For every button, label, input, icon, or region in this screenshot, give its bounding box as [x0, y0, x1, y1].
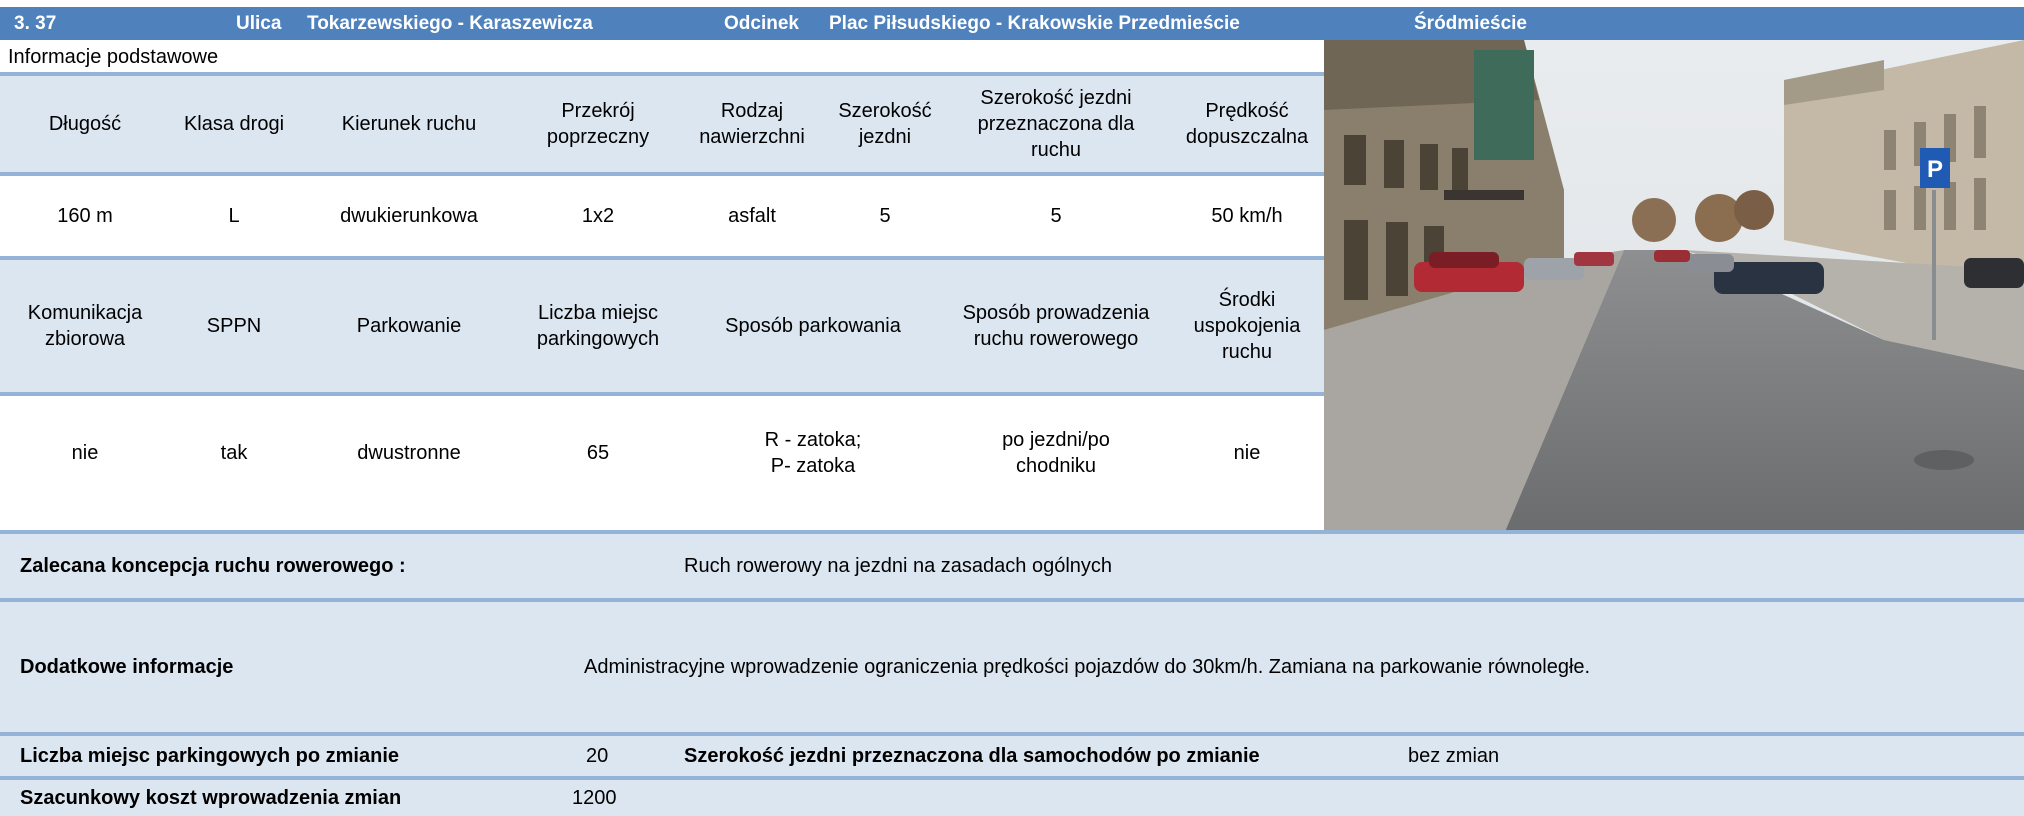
divider: [0, 172, 1324, 176]
after-change-row: [0, 736, 2024, 776]
cost-row: [0, 780, 2024, 816]
table-cell: po jezdni/po chodniku: [1002, 429, 1110, 477]
column-header: Środki uspokojenia ruchu: [1193, 289, 1301, 363]
record-number: 3. 37: [14, 13, 57, 34]
header-bar: [0, 7, 2024, 40]
parking-after-label: Liczba miejsc parkingowych po zmianie: [20, 744, 399, 767]
cost-value: 1200: [572, 786, 617, 809]
cost-label: Szacunkowy koszt wprowadzenia zmian: [20, 786, 402, 809]
table2-header-row: [0, 260, 1324, 392]
column-header: Rodzaj nawierzchni: [699, 100, 805, 148]
column-header: Kierunek ruchu: [341, 113, 477, 135]
table-cell: L: [228, 205, 240, 227]
table-cell: 50 km/h: [1211, 205, 1283, 227]
column-header: Parkowanie: [356, 315, 462, 337]
column-header: Szerokość jezdni: [838, 100, 932, 148]
additional-value: Administracyjne wprowadzenie ograniczeni…: [584, 655, 1591, 678]
column-header: Liczba miejsc parkingowych: [536, 302, 660, 350]
divider: [0, 732, 2024, 736]
column-header: Długość: [48, 113, 122, 135]
parking-sign-letter: P: [1927, 156, 1943, 183]
divider: [0, 776, 2024, 780]
divider: [0, 530, 2024, 534]
table-cell: R - zatoka; P- zatoka: [764, 429, 862, 477]
recommend-row: [0, 534, 2024, 598]
street-label: Ulica: [236, 13, 282, 34]
column-header: Komunikacja zbiorowa: [27, 302, 143, 350]
table-cell: 5: [1050, 205, 1062, 227]
district-name: Śródmieście: [1414, 13, 1527, 34]
divider: [0, 392, 1324, 396]
table-cell: dwustronne: [357, 442, 461, 464]
column-header: SPPN: [206, 315, 262, 337]
width-after-label: Szerokość jezdni przeznaczona dla samoch…: [684, 744, 1260, 767]
street-photo: P: [1324, 40, 2024, 534]
segment-name: Plac Piłsudskiego - Krakowskie Przedmieś…: [829, 13, 1240, 34]
divider: [0, 598, 2024, 602]
table1-header-row: [0, 76, 1324, 172]
divider: [0, 256, 1324, 260]
table-cell: 5: [879, 205, 891, 227]
additional-label: Dodatkowe informacje: [20, 655, 234, 678]
table-cell: 1x2: [581, 205, 615, 227]
column-header: Klasa drogi: [183, 113, 285, 135]
column-header: Szerokość jezdni przeznaczona dla ruchu: [977, 87, 1135, 161]
parking-after-value: 20: [586, 744, 609, 767]
table-cell: 65: [586, 442, 610, 464]
table-cell: asfalt: [728, 205, 776, 227]
street-name: Tokarzewskiego - Karaszewicza: [307, 13, 593, 34]
column-header: Przekrój poprzeczny: [546, 100, 650, 148]
recommend-label: Zalecana koncepcja ruchu rowerowego :: [20, 554, 406, 577]
table-cell: tak: [220, 442, 248, 464]
section-title: Informacje podstawowe: [8, 46, 219, 68]
additional-row: [0, 602, 2024, 732]
table-cell: nie: [1233, 442, 1261, 464]
column-header: Sposób parkowania: [725, 315, 901, 337]
divider: [0, 72, 1324, 76]
table-cell: nie: [71, 442, 99, 464]
table-cell: 160 m: [57, 205, 113, 227]
width-after-value: bez zmian: [1408, 744, 1500, 767]
column-header: Sposób prowadzenia ruchu rowerowego: [962, 302, 1150, 350]
table-cell: dwukierunkowa: [340, 205, 478, 227]
column-header: Prędkość dopuszczalna: [1185, 100, 1309, 148]
recommend-value: Ruch rowerowy na jezdni na zasadach ogól…: [684, 554, 1113, 577]
segment-label: Odcinek: [724, 13, 799, 34]
